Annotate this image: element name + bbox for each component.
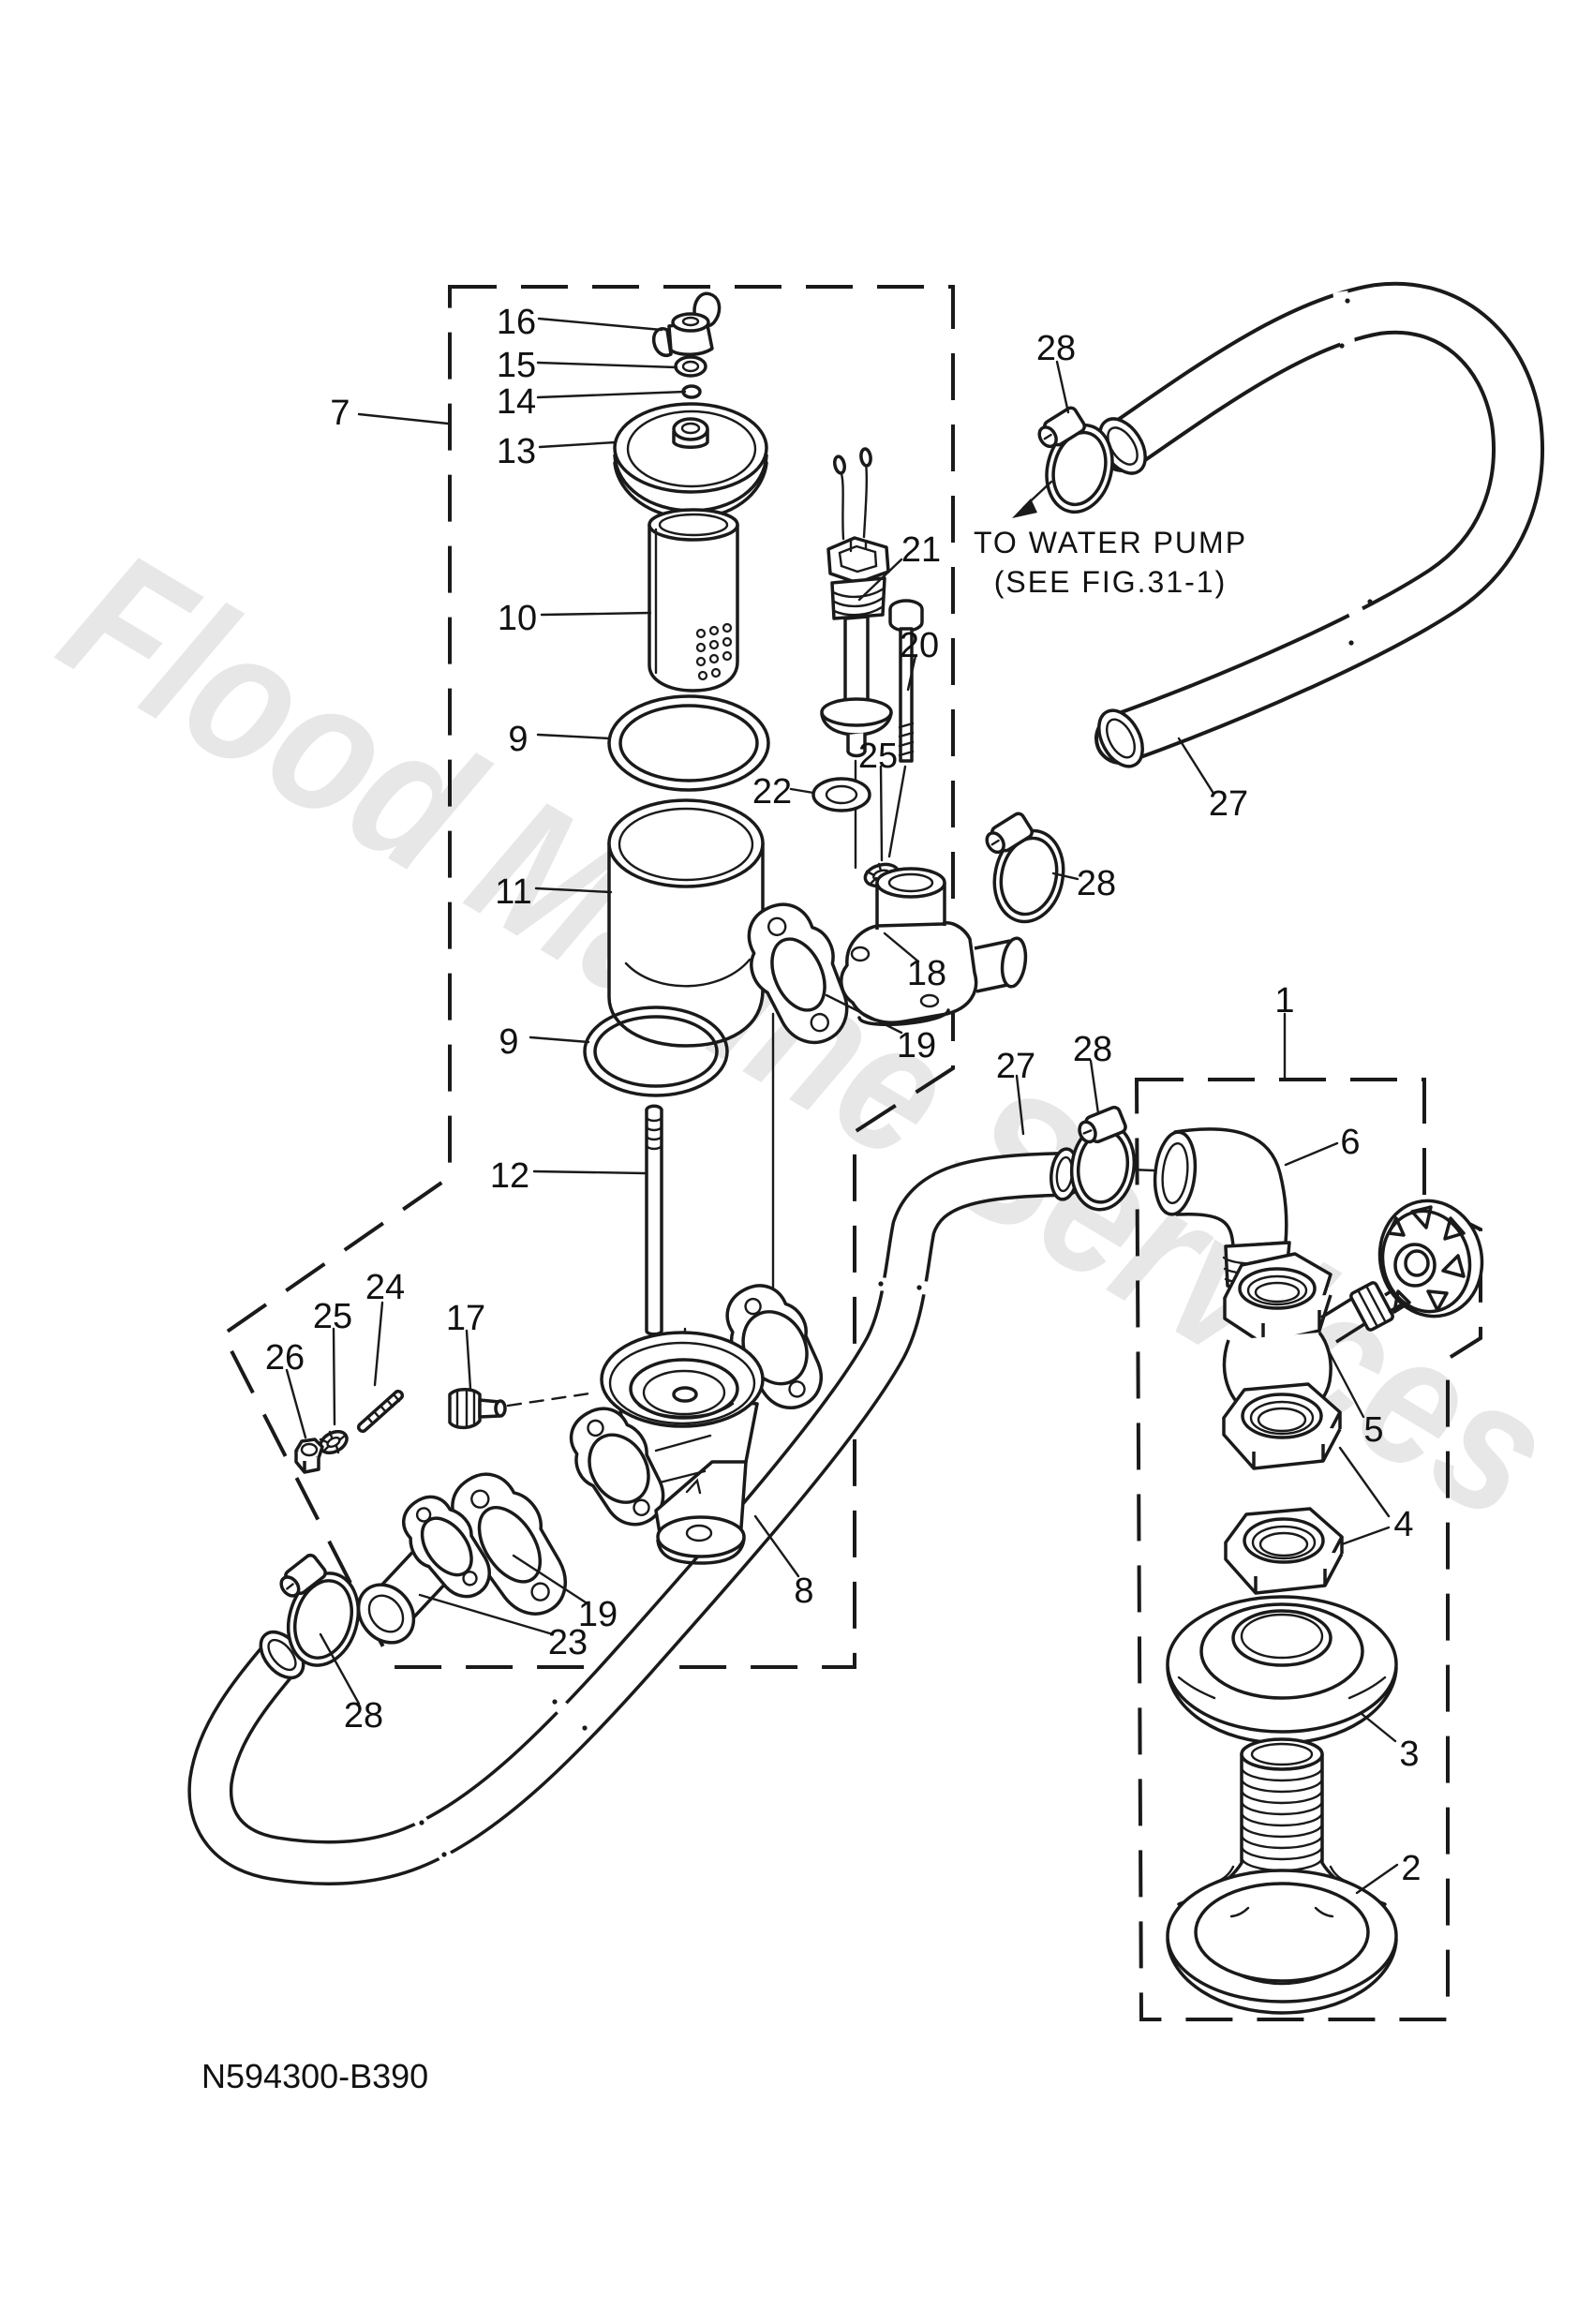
callout-3: 3 — [1399, 1735, 1419, 1774]
part-cover-13 — [613, 402, 768, 520]
figure-part-code: N594300-B390 — [201, 2057, 428, 2095]
part-housing-18 — [840, 867, 1028, 1027]
part-housing-8 — [569, 1284, 823, 1565]
callout-27b: 27 — [996, 1047, 1035, 1086]
part-nut-4a — [1222, 1382, 1342, 1470]
hose-long-bottom — [187, 1147, 1086, 1885]
callout-12: 12 — [490, 1156, 529, 1196]
part-stud-24 — [356, 1389, 405, 1434]
part-oring-9a — [607, 694, 770, 792]
callout-9a: 9 — [508, 720, 528, 759]
annotation-to-water-pump: TO WATER PUMP (SEE FIG.31-1) — [974, 526, 1247, 599]
callout-18: 18 — [907, 954, 946, 993]
part-clamp-28d — [279, 1553, 360, 1667]
part-washer-3 — [1166, 1595, 1398, 1745]
callout-5: 5 — [1363, 1410, 1383, 1450]
callout-13: 13 — [497, 432, 536, 471]
part-plug-17 — [448, 1388, 598, 1430]
part-clamp-28c — [1069, 1105, 1137, 1212]
part-filter-10 — [648, 508, 739, 693]
callout-labels: 7 16 15 14 13 10 9 11 9 12 22 21 20 25 2… — [265, 303, 1422, 1888]
callout-6: 6 — [1340, 1123, 1360, 1162]
part-stud-12 — [645, 1104, 663, 1336]
group-box-1 — [1134, 1078, 1482, 2021]
part-nut-4b — [1224, 1507, 1344, 1595]
part-clamp-28b — [985, 812, 1065, 924]
callout-28c: 28 — [1073, 1030, 1112, 1069]
hose-long-top — [1094, 281, 1544, 768]
part-oring-9b — [583, 1006, 729, 1097]
callout-19b: 19 — [578, 1595, 618, 1634]
part-clamp-28a — [1037, 406, 1114, 514]
callout-15: 15 — [497, 346, 536, 385]
callout-25b: 25 — [313, 1297, 352, 1336]
callout-16: 16 — [497, 303, 536, 342]
callout-8: 8 — [794, 1572, 813, 1611]
callout-19a: 19 — [897, 1026, 936, 1065]
callout-1: 1 — [1274, 981, 1294, 1020]
to-water-pump-line2: (SEE FIG.31-1) — [994, 565, 1228, 599]
callout-22: 22 — [752, 772, 792, 812]
callout-25a: 25 — [858, 737, 898, 776]
callout-7: 7 — [330, 394, 350, 433]
callout-24: 24 — [365, 1268, 405, 1307]
to-water-pump-arrowhead — [1012, 499, 1037, 518]
part-gasket-19a — [747, 902, 849, 1045]
callout-14: 14 — [497, 382, 536, 422]
callout-11: 11 — [495, 872, 531, 912]
callout-4: 4 — [1393, 1505, 1413, 1544]
callout-28b: 28 — [1077, 864, 1116, 903]
callout-10: 10 — [498, 599, 537, 638]
part-spigot-23 — [356, 1495, 491, 1645]
callout-26: 26 — [265, 1338, 305, 1378]
part-thruhull-2 — [1166, 1737, 1398, 2015]
part-wing-nut-16 — [651, 291, 722, 357]
part-sensor-21 — [820, 447, 893, 758]
callout-28a: 28 — [1036, 329, 1076, 368]
callout-28d: 28 — [344, 1696, 383, 1736]
callout-21: 21 — [901, 530, 941, 570]
part-nut-26 — [294, 1438, 324, 1474]
part-axis-lines — [683, 759, 1179, 1387]
callout-27a: 27 — [1209, 784, 1248, 824]
part-washer-15 — [674, 355, 707, 378]
callout-2: 2 — [1401, 1849, 1421, 1888]
group-box-7 — [220, 285, 955, 1669]
callout-17: 17 — [446, 1299, 485, 1338]
part-washer-22 — [811, 777, 871, 812]
to-water-pump-line1: TO WATER PUMP — [974, 526, 1247, 559]
callout-23: 23 — [548, 1623, 588, 1662]
callout-9b: 9 — [499, 1022, 518, 1062]
leader-lines — [285, 317, 1399, 1895]
part-cup-11 — [607, 798, 765, 1048]
part-bolt-20 — [888, 599, 924, 763]
callout-20: 20 — [900, 626, 939, 665]
